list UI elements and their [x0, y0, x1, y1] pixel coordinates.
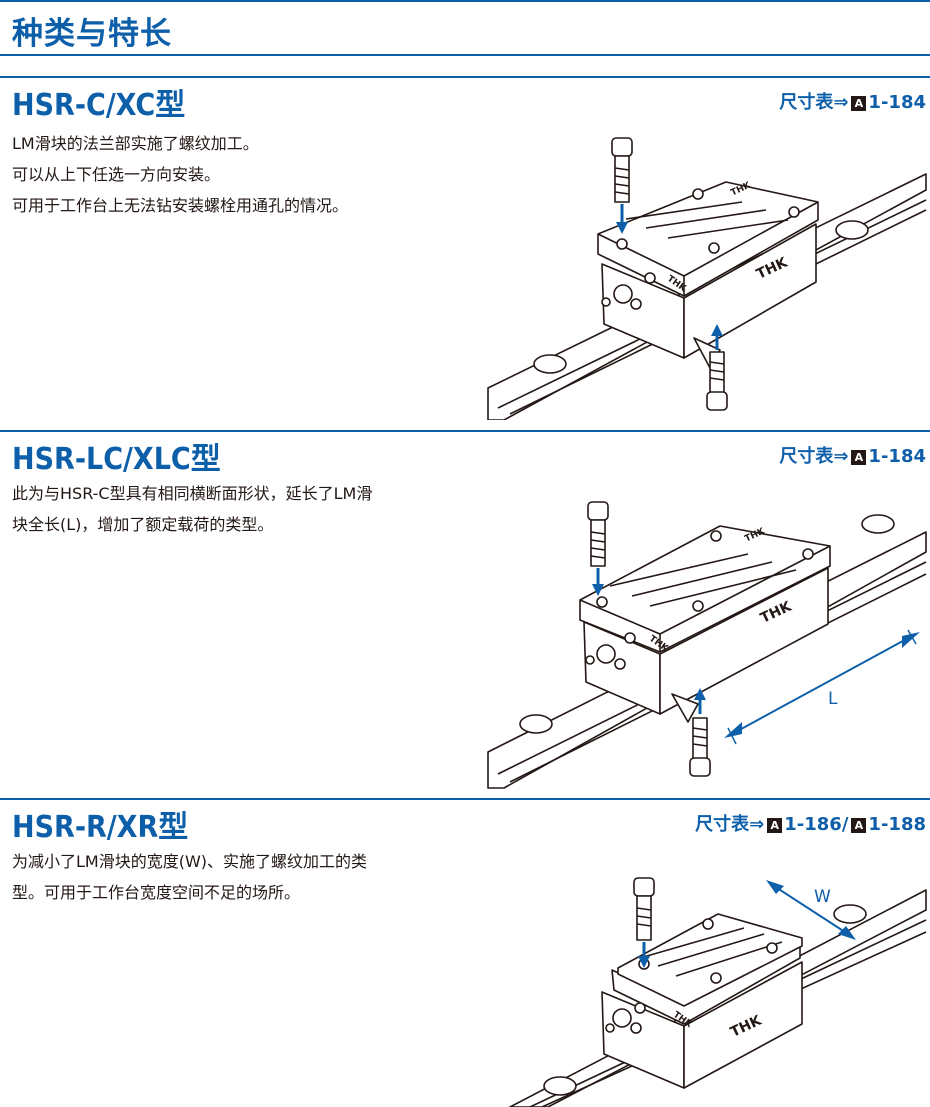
hsr-c-block-illustration: THK THK THK — [487, 137, 927, 420]
section-description: LM滑块的法兰部实施了螺纹加工。 可以从上下任选一方向安装。 可用于工作台上无法… — [12, 134, 349, 215]
section-title: HSR-C/XC型 — [12, 88, 186, 123]
section-title: HSR-LC/XLC型 — [12, 442, 221, 477]
a-section-icon: A — [851, 96, 867, 111]
dimension-label-w: W — [814, 887, 831, 907]
a-section-icon: A — [851, 818, 867, 833]
a-section-icon: A — [767, 818, 783, 833]
a-section-icon: A — [851, 450, 867, 465]
dimension-label-l: L — [828, 689, 838, 709]
section-title: HSR-R/XR型 — [12, 810, 189, 845]
section-description: 为减小了LM滑块的宽度(W)、实施了螺纹加工的类 型。可用于工作台宽度空间不足的… — [12, 852, 368, 902]
hsr-r-block-illustration: W THK THK — [509, 877, 927, 1107]
section-description: 此为与HSR-C型具有相同横断面形状，延长了LM滑 块全长(L)，增加了额定载荷… — [12, 484, 373, 534]
page-title: 种类与特长 — [12, 16, 172, 52]
hsr-lc-block-illustration: L THK THK THK — [487, 501, 927, 789]
page-title-bar: 种类与特长 — [0, 0, 930, 56]
